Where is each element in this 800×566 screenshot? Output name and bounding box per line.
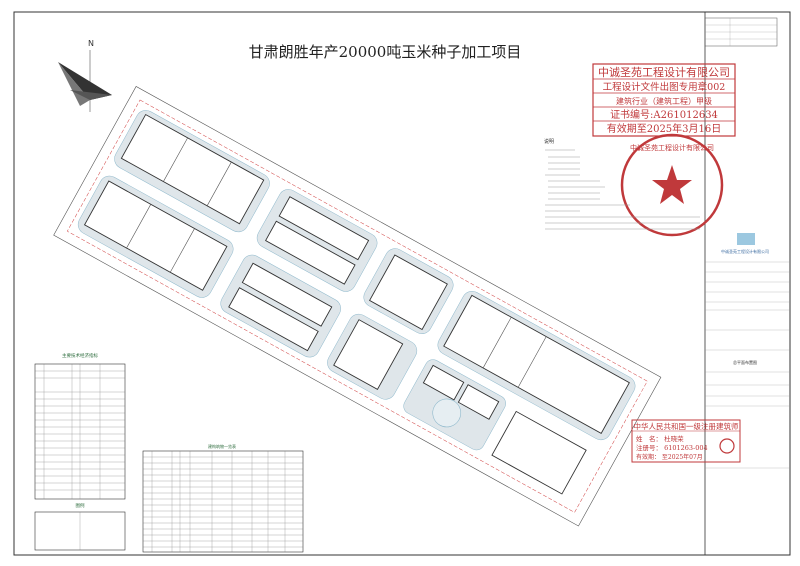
design-qualification-stamp: 中诚圣苑工程设计有限公司 工程设计文件出图专用章002 建筑行业（建筑工程）甲级… [592,63,736,137]
svg-text:证书编号:A261012634: 证书编号:A261012634 [610,108,718,121]
sheet-frame [13,11,791,556]
svg-text:建筑行业（建筑工程）甲级: 建筑行业（建筑工程）甲级 [616,96,712,106]
svg-text:N: N [88,39,94,48]
svg-text:中诚圣苑工程设计有限公司: 中诚圣苑工程设计有限公司 [598,65,730,79]
architect-registration-stamp: 中华人民共和国一级注册建筑师 姓 名： 杜晓荣 注册号： 6101263-004… [631,419,741,463]
svg-text:建构筑物一览表: 建构筑物一览表 [208,443,236,449]
svg-text:有效期至2025年3月16日: 有效期至2025年3月16日 [607,122,722,135]
svg-text:注册号： 6101263-004: 注册号： 6101263-004 [636,443,708,452]
svg-text:总平面布置图: 总平面布置图 [733,359,757,365]
company-seal: 中诚圣苑工程设计有限公司 [620,133,724,237]
tech-indicators-table: 主要技术经济指标 [34,352,126,500]
building-list-table: 建构筑物一览表 [142,443,304,553]
site-plan [53,85,662,527]
svg-text:说明: 说明 [544,138,554,145]
svg-text:中诚圣苑工程设计有限公司: 中诚圣苑工程设计有限公司 [721,248,769,254]
svg-text:工程设计文件出图专用章002: 工程设计文件出图专用章002 [603,81,726,93]
svg-text:中华人民共和国一级注册建筑师: 中华人民共和国一级注册建筑师 [634,421,739,431]
legend-box: 图例 [34,502,126,551]
svg-text:主要技术经济指标: 主要技术经济指标 [62,352,98,359]
svg-text:中诚圣苑工程设计有限公司: 中诚圣苑工程设计有限公司 [630,143,714,152]
drawing-title: 甘肃朗胜年产20000吨玉米种子加工项目 [249,43,522,61]
svg-text:姓 名： 杜晓荣: 姓 名： 杜晓荣 [636,434,684,443]
north-arrow-icon: N [58,39,112,112]
svg-text:图例: 图例 [76,502,85,509]
title-block: 中诚圣苑工程设计有限公司 总平面布置图 [704,17,790,469]
svg-text:有效期： 至2025年07月: 有效期： 至2025年07月 [636,453,703,461]
design-notes: 说明 [544,138,700,230]
